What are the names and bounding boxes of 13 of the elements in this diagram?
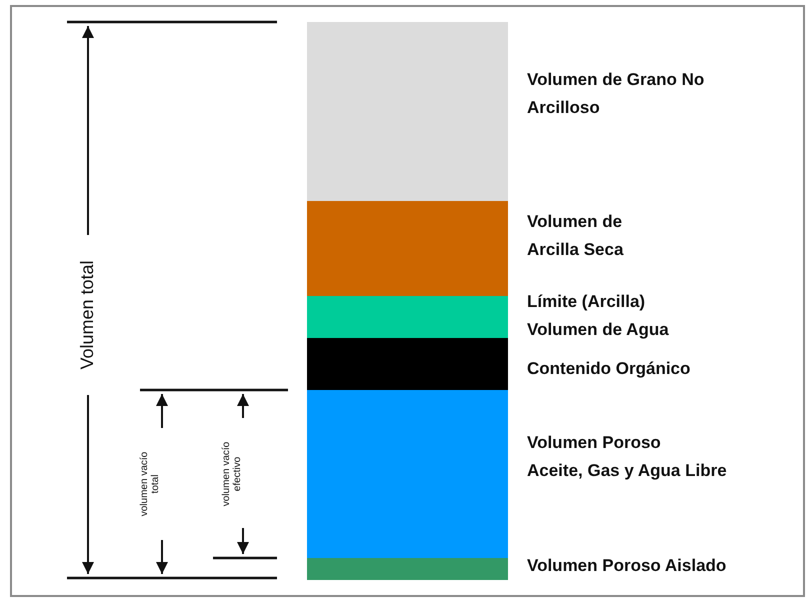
layer-bar xyxy=(307,201,508,296)
layer-bar xyxy=(307,296,508,338)
layer-label: Volumen Poroso Aislado xyxy=(527,555,728,577)
layer-bar xyxy=(307,338,508,390)
layer-bar xyxy=(307,390,508,558)
layer-label: Contenido Orgánico xyxy=(527,358,692,380)
layer-label: Volumen de Grano No Arcilloso xyxy=(527,69,706,119)
layer-bar xyxy=(307,22,508,201)
layer-bar xyxy=(307,558,508,580)
layer-label: Volumen de Arcilla Seca xyxy=(527,211,624,261)
layer-label: Aceite, Gas y Agua Libre xyxy=(527,460,728,482)
layer-label: Volumen Poroso xyxy=(527,432,662,454)
layer-label: Límite (Arcilla) Volumen de Agua xyxy=(527,291,670,341)
